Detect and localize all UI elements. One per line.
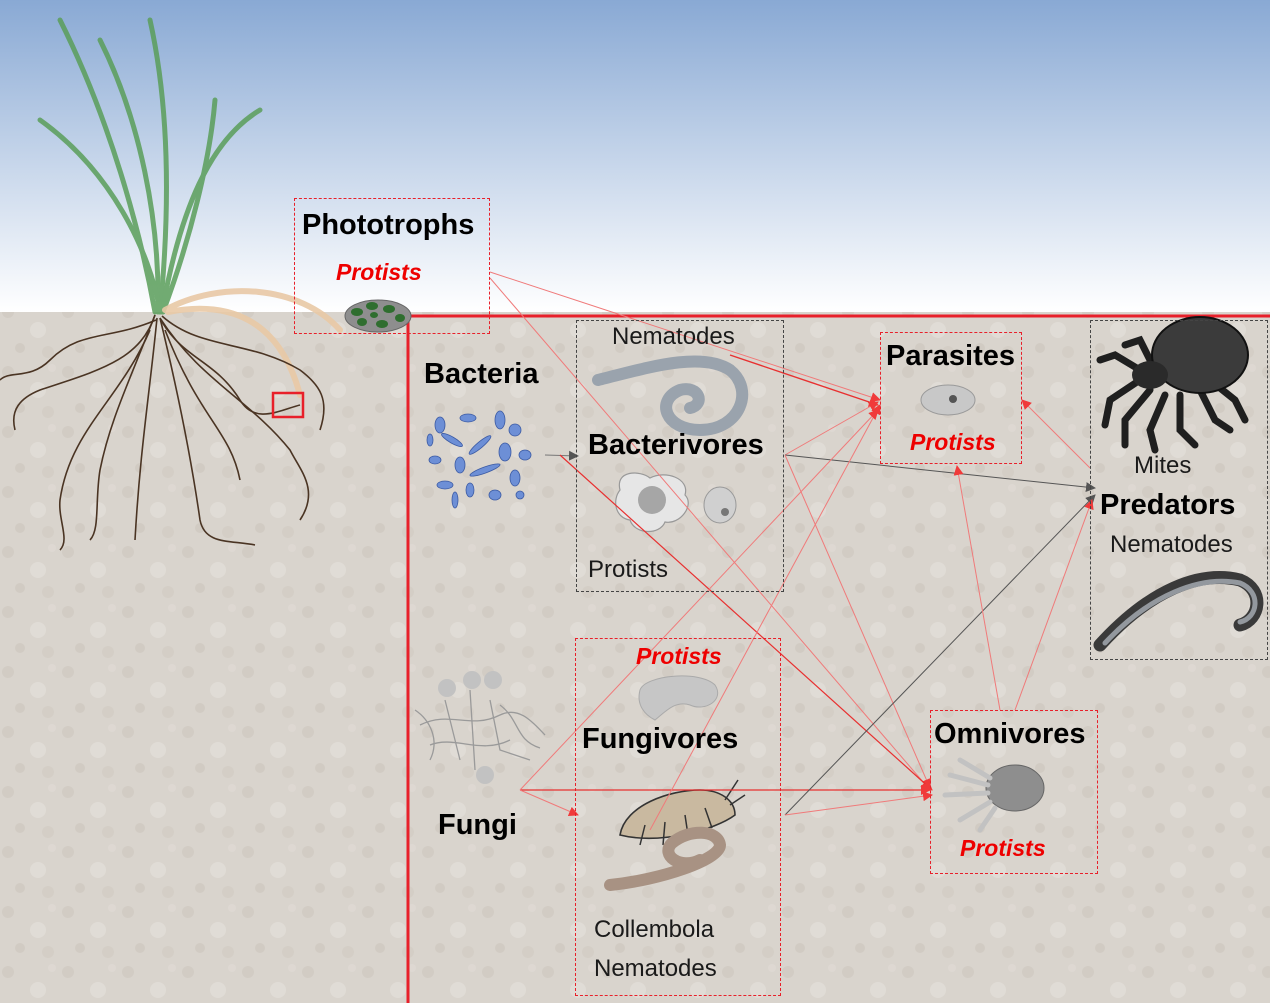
- bacterivores-protists-label: Protists: [588, 558, 668, 582]
- bacterivores-nematodes-label: Nematodes: [612, 325, 735, 349]
- phototrophs-label: Phototrophs: [302, 211, 474, 240]
- mites-label: Mites: [1134, 454, 1191, 478]
- parasites-label: Parasites: [886, 342, 1015, 371]
- sky-background: [0, 0, 1270, 312]
- omnivores-label: Omnivores: [934, 720, 1086, 749]
- predators-nematodes-label: Nematodes: [1110, 533, 1233, 557]
- fungivores-nematodes-label: Nematodes: [594, 957, 717, 981]
- fungivores-label: Fungivores: [582, 725, 738, 754]
- collembola-label: Collembola: [594, 918, 714, 942]
- omnivores-protists-label: Protists: [960, 837, 1046, 860]
- parasites-protists-label: Protists: [910, 431, 996, 454]
- fungi-label: Fungi: [438, 811, 517, 840]
- bacteria-label: Bacteria: [424, 360, 538, 389]
- phototrophs-protists-label: Protists: [336, 261, 422, 284]
- bacterivores-label: Bacterivores: [588, 431, 764, 460]
- predators-label: Predators: [1100, 491, 1235, 520]
- fungivores-protists-label: Protists: [636, 645, 722, 668]
